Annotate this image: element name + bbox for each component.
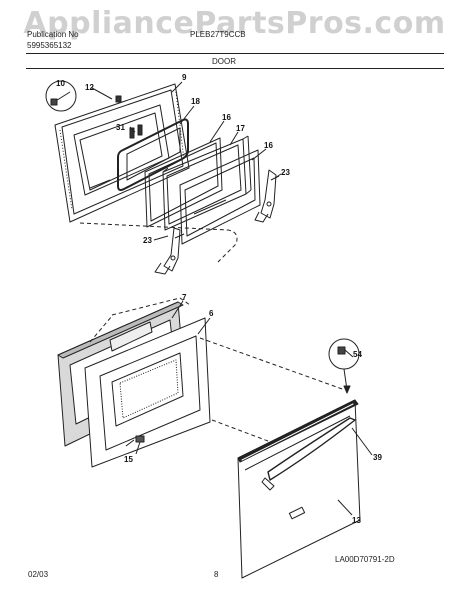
glass-panel-16a bbox=[144, 137, 223, 228]
header-rule bbox=[26, 53, 444, 54]
callout-7: 7 bbox=[182, 293, 187, 302]
callout-54: 54 bbox=[353, 350, 362, 359]
callout-10: 10 bbox=[56, 79, 65, 88]
callout-15: 15 bbox=[124, 455, 133, 464]
model-number: PLEB27T9CCB bbox=[190, 30, 246, 39]
outer-door-13 bbox=[237, 399, 361, 579]
callout-13: 13 bbox=[352, 516, 361, 525]
callout-16-upper: 16 bbox=[222, 113, 231, 122]
callout-39: 39 bbox=[373, 453, 382, 462]
screw-10-icon bbox=[45, 80, 77, 112]
section-rule bbox=[26, 68, 444, 69]
callout-23-left: 23 bbox=[143, 236, 152, 245]
hinge-23-left bbox=[154, 227, 185, 275]
callout-12: 12 bbox=[85, 83, 94, 92]
section-title: DOOR bbox=[212, 57, 236, 66]
callout-18: 18 bbox=[191, 97, 200, 106]
callout-6: 6 bbox=[209, 309, 214, 318]
callout-16-lower: 16 bbox=[264, 141, 273, 150]
diagram-code: LA00D70791-2D bbox=[335, 555, 395, 564]
page-number: 8 bbox=[214, 570, 219, 579]
watermark: AppliancePartsPros.com bbox=[23, 6, 446, 41]
glass-panel-16b bbox=[179, 149, 261, 245]
publication-label: Publication No bbox=[27, 30, 79, 39]
publication-number: 5995365132 bbox=[27, 41, 72, 50]
callout-9: 9 bbox=[182, 73, 187, 82]
callout-31: 31 bbox=[116, 123, 125, 132]
footer-date: 02/03 bbox=[28, 570, 49, 579]
callout-23-right: 23 bbox=[281, 168, 290, 177]
callout-17: 17 bbox=[236, 124, 245, 133]
door-handle-39 bbox=[261, 417, 356, 491]
door-inner-frame-12 bbox=[54, 83, 190, 223]
inner-door-panel-6 bbox=[84, 317, 211, 468]
screw-54-icon bbox=[328, 338, 360, 394]
glass-frame-17 bbox=[162, 135, 252, 231]
